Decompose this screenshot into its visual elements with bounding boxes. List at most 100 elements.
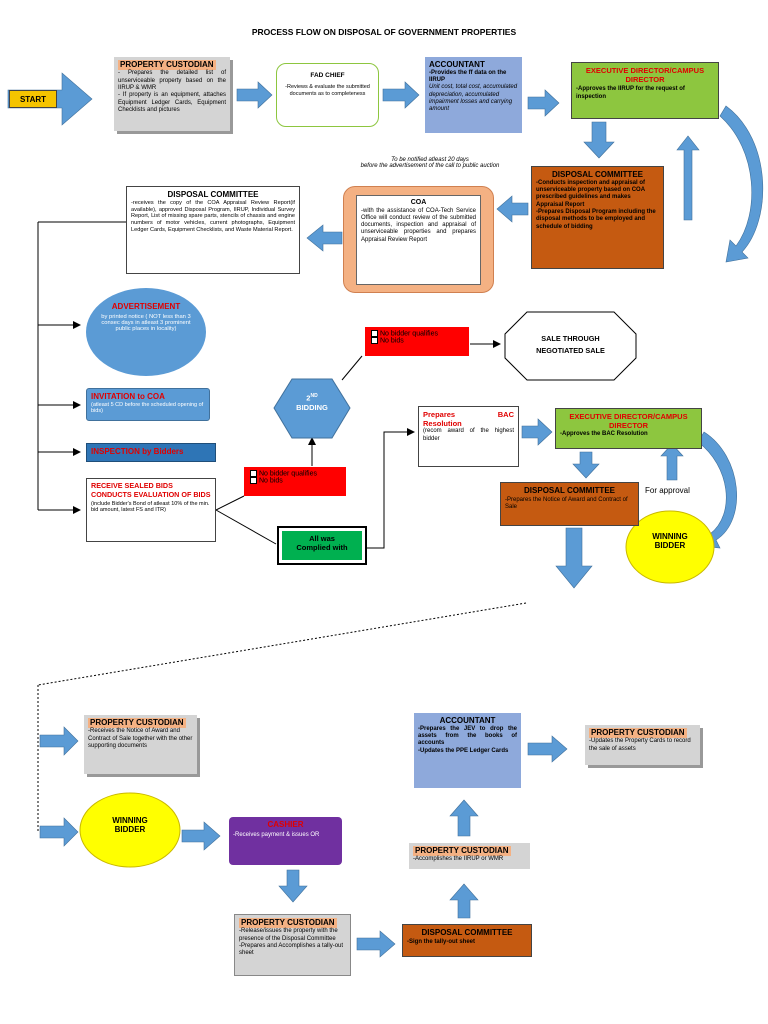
winning-bidder-ellipse bbox=[79, 792, 181, 868]
no-bids-line: No bids bbox=[250, 477, 340, 485]
box-header: PROPERTY CUSTODIAN bbox=[589, 728, 687, 738]
box-body: -Approves the BAC Resolution bbox=[560, 431, 648, 438]
negotiated-line: NEGOTIATED SALE bbox=[536, 346, 605, 355]
box-body: -Provides the ff data on the IIRUP bbox=[429, 69, 507, 84]
box-body: (recom award of the highest bidder bbox=[423, 428, 514, 442]
box-body: (include Bidder's Bond of atleast 10% of… bbox=[91, 500, 210, 514]
second-bidding-hexagon bbox=[273, 378, 351, 439]
page-title: PROCESS FLOW ON DISPOSAL OF GOVERNMENT P… bbox=[251, 27, 517, 37]
flow-arrow-up bbox=[449, 883, 479, 919]
flow-arrow bbox=[39, 817, 79, 847]
box-header: ACCOUNTANT bbox=[439, 716, 496, 725]
coa-box[interactable]: COA -with the assistance of COA-Tech Ser… bbox=[356, 195, 481, 285]
box-body: -Receives payment & issues OR bbox=[233, 831, 320, 838]
advertisement-node[interactable]: ADVERTISEMENT by printed notice ( NOT le… bbox=[96, 302, 196, 332]
negotiated-sale-node[interactable]: SALE THROUGH NEGOTIATED SALE bbox=[505, 334, 636, 355]
box-body: -Prepares the JEV to drop the assets fro… bbox=[418, 725, 517, 754]
bidder-line: BIDDER bbox=[114, 825, 146, 834]
bidding-number: 2 bbox=[306, 393, 311, 403]
notification-note: To be notified atleast 20 days before th… bbox=[330, 157, 530, 169]
bac-resolution-box[interactable]: Prepares BAC Resolution (recom award of … bbox=[418, 406, 519, 467]
winning-bidder-node[interactable]: WINNING BIDDER bbox=[626, 532, 714, 550]
receive-bids-box[interactable]: RECEIVE SEALED BIDS CONDUCTS EVALUATION … bbox=[86, 478, 216, 542]
box-body: -Conducts inspection and appraisal of un… bbox=[536, 179, 656, 230]
box-body: -Sign the tally-out sheet bbox=[407, 938, 476, 945]
flow-arrow-up bbox=[660, 443, 684, 481]
box-header: INSPECTION by Bidders bbox=[91, 447, 184, 456]
start-badge[interactable]: START bbox=[9, 90, 57, 108]
advertisement-ellipse bbox=[86, 288, 206, 376]
box-body: -receives the copy of the COA Appraisal … bbox=[131, 199, 295, 233]
bullet-icon bbox=[371, 337, 378, 345]
property-custodian-box[interactable]: PROPERTY CUSTODIAN -Release/issues the p… bbox=[234, 914, 351, 976]
for-approval-label: For approval bbox=[645, 486, 690, 495]
box-body: -Updates the Property Cards to record th… bbox=[589, 738, 691, 752]
box-body: -Receives the Notice of Award and Contra… bbox=[88, 728, 193, 749]
disposal-committee-box[interactable]: DISPOSAL COMMITTEE -Prepares the Notice … bbox=[500, 482, 639, 526]
box-header: EXECUTIVE DIRECTOR/CAMPUS DIRECTOR bbox=[569, 412, 688, 431]
box-header: PROPERTY CUSTODIAN bbox=[118, 60, 216, 70]
no-bidder-line: No bidder qualifies bbox=[250, 470, 340, 477]
flow-arrow bbox=[382, 81, 420, 109]
disposal-committee-box[interactable]: DISPOSAL COMMITTEE -receives the copy of… bbox=[126, 186, 300, 274]
property-custodian-box[interactable]: PROPERTY CUSTODIAN - Prepares the detail… bbox=[114, 57, 230, 131]
no-bidder-box[interactable]: No bidder qualifies No bids bbox=[244, 467, 346, 496]
box-body: -Reviews & evaluate the submitted docume… bbox=[285, 83, 370, 97]
flow-arrow bbox=[527, 735, 568, 763]
flow-arrow bbox=[181, 821, 221, 851]
bullet-icon bbox=[250, 470, 257, 477]
property-custodian-box[interactable]: PROPERTY CUSTODIAN -Updates the Property… bbox=[585, 725, 700, 765]
flow-arrow-down bbox=[572, 451, 600, 479]
box-header: DISPOSAL COMMITTEE bbox=[552, 170, 643, 179]
box-body: -Approves the IIRUP for the request of i… bbox=[576, 86, 685, 100]
note-line: before the advertisement of the call to … bbox=[360, 163, 500, 169]
flow-arrow-down-big bbox=[555, 527, 593, 589]
bidding-sup: ND bbox=[310, 393, 318, 399]
box-body: (atleast 5 CD before the scheduled openi… bbox=[91, 401, 204, 415]
inspection-box[interactable]: INSPECTION by Bidders bbox=[86, 443, 216, 462]
node-header: ADVERTISEMENT bbox=[111, 302, 181, 311]
accountant-box[interactable]: ACCOUNTANT -Prepares the JEV to drop the… bbox=[414, 713, 521, 788]
box-header: PROPERTY CUSTODIAN bbox=[239, 918, 337, 928]
invitation-box[interactable]: INVITATION to COA (atleast 5 CD before t… bbox=[86, 388, 210, 421]
bidder-line: WINNING bbox=[652, 532, 688, 541]
box-body: -Prepares the Notice of Award and Contra… bbox=[505, 496, 628, 511]
executive-director-box[interactable]: EXECUTIVE DIRECTOR/CAMPUS DIRECTOR -Appr… bbox=[571, 62, 719, 119]
bidder-line: BIDDER bbox=[654, 541, 686, 550]
box-body: - Prepares the detailed list of unservic… bbox=[118, 70, 226, 113]
fad-chief-box[interactable]: FAD CHIEF -Reviews & evaluate the submit… bbox=[276, 63, 379, 127]
no-bidder-box[interactable]: No bidder qualifies No bids bbox=[365, 327, 469, 356]
winning-bidder-node[interactable]: WINNING BIDDER bbox=[80, 816, 180, 834]
flow-arrow bbox=[39, 726, 79, 756]
node-body: by printed notice ( NOT less than 3 cons… bbox=[101, 314, 191, 332]
flow-arrow-up bbox=[676, 135, 700, 221]
disposal-committee-box[interactable]: DISPOSAL COMMITTEE -Sign the tally-out s… bbox=[402, 924, 532, 957]
flow-arrow-left bbox=[496, 195, 529, 223]
cashier-box[interactable]: CASHIER -Receives payment & issues OR bbox=[229, 817, 342, 865]
flow-arrow-down bbox=[278, 869, 308, 903]
complied-box[interactable]: All was Complied with bbox=[278, 527, 366, 564]
flow-arrow bbox=[356, 930, 396, 958]
bidding-label: BIDDING bbox=[296, 402, 328, 412]
note-line: To be notified atleast 20 days bbox=[391, 157, 469, 163]
second-bidding-label[interactable]: 2ND BIDDING bbox=[282, 393, 342, 412]
flow-arrow-up bbox=[449, 799, 479, 837]
box-header: DISPOSAL COMMITTEE bbox=[524, 486, 615, 495]
disposal-committee-box[interactable]: DISPOSAL COMMITTEE -Conducts inspection … bbox=[531, 166, 664, 269]
accountant-box[interactable]: ACCOUNTANT -Provides the ff data on the … bbox=[425, 57, 522, 133]
box-header: DISPOSAL COMMITTEE bbox=[167, 190, 259, 199]
flow-arrow-down bbox=[583, 121, 615, 159]
box-header: CASHIER bbox=[267, 820, 304, 829]
flow-arrow bbox=[521, 418, 553, 446]
box-header: RECEIVE SEALED BIDS CONDUCTS EVALUATION … bbox=[91, 481, 211, 499]
box-header: ACCOUNTANT bbox=[429, 60, 485, 69]
bidder-line: WINNING bbox=[112, 816, 148, 825]
negotiated-sale-octagon bbox=[504, 311, 637, 381]
box-body: -Accomplishes the IIRUP or WMR bbox=[413, 856, 504, 863]
property-custodian-box[interactable]: PROPERTY CUSTODIAN -Receives the Notice … bbox=[84, 715, 197, 774]
no-bidder-line: No bidder qualifies bbox=[371, 330, 463, 337]
box-header: EXECUTIVE DIRECTOR/CAMPUS DIRECTOR bbox=[585, 66, 705, 85]
property-custodian-box[interactable]: PROPERTY CUSTODIAN -Accomplishes the IIR… bbox=[409, 843, 530, 869]
executive-director-box[interactable]: EXECUTIVE DIRECTOR/CAMPUS DIRECTOR -Appr… bbox=[555, 408, 702, 449]
